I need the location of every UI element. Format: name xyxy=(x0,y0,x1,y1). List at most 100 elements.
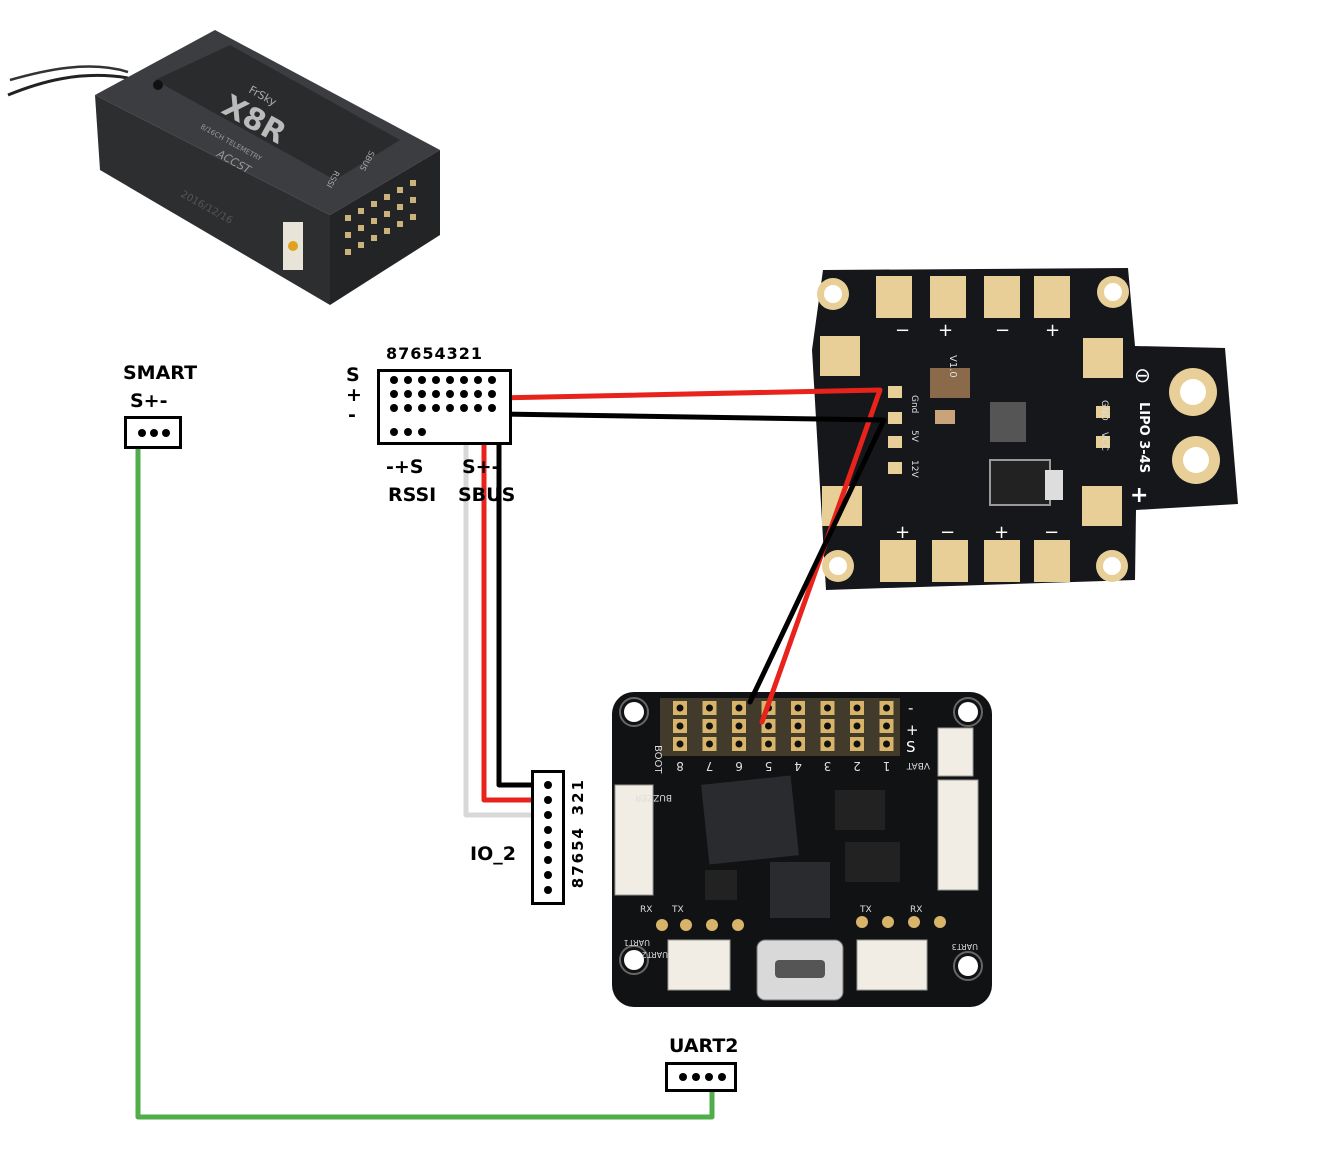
wire-white-sbus xyxy=(463,437,554,818)
fc-header-pin-hole xyxy=(765,740,772,748)
fc-vbat-label: VBAT xyxy=(906,760,930,770)
rx-header-pin xyxy=(404,376,412,384)
pdb-plus-mark: + xyxy=(895,522,910,543)
io2-pin-numbers-top: 321 xyxy=(569,778,587,816)
rssi-title: RSSI xyxy=(388,484,437,506)
wire-red-rx-to-pdb xyxy=(493,387,883,725)
pdb-plus-mark: + xyxy=(938,320,953,341)
fc-header-pins xyxy=(673,701,894,751)
rx-header-pin xyxy=(488,376,496,384)
rx-header-pin xyxy=(446,390,454,398)
rx-row-plus-label: + xyxy=(346,384,362,406)
power-distribution-board: V1.0 LIPO 3-4S ⊖ + GND VCC 5V 12V Gnd − … xyxy=(812,268,1238,590)
smart-port-header xyxy=(124,416,182,449)
fc-header-pin-hole xyxy=(794,704,802,712)
fc-minus-label: - xyxy=(908,699,913,717)
fc-header-pin-hole xyxy=(706,740,713,748)
fc-header-pin-hole xyxy=(676,740,684,748)
fc-pin-number: 7 xyxy=(706,759,714,773)
fc-header-pin-hole xyxy=(794,722,802,730)
fc-header-pin-hole xyxy=(824,704,831,712)
sbus-title: SBUS xyxy=(458,484,516,506)
wire-green-smart-to-uart2 xyxy=(135,445,715,1120)
wire-black-rx-to-pdb xyxy=(493,411,887,705)
fc-boot-label: BOOT xyxy=(652,745,663,774)
rx-header-pin xyxy=(418,376,426,384)
rx-row-s-label: S xyxy=(346,364,360,386)
rx-header-pin xyxy=(390,428,398,436)
rx-header-pin xyxy=(390,404,398,412)
fc-header-pin-hole xyxy=(735,722,743,730)
fc-header-pin-hole xyxy=(824,722,831,730)
io2-header xyxy=(531,770,565,905)
rx-header-pin xyxy=(474,390,482,398)
fc-header-pin-hole xyxy=(883,722,890,730)
rx-header-pin xyxy=(474,404,482,412)
fc-plus-label: + xyxy=(906,721,919,739)
rx-header-pin xyxy=(460,390,468,398)
fc-header-pin-hole xyxy=(676,704,684,712)
rx-header-pin xyxy=(488,390,496,398)
uart2-header xyxy=(665,1062,737,1092)
fc-pin-number: 5 xyxy=(765,759,773,773)
rx-header-pin xyxy=(432,376,440,384)
rx-header-pin xyxy=(446,404,454,412)
receiver-pin-header xyxy=(377,369,512,445)
fc-rx-label: RX xyxy=(910,905,922,915)
pdb-minus-sign: ⊖ xyxy=(1134,363,1151,387)
fc-pin-number: 4 xyxy=(794,759,802,773)
fc-header-pin-hole xyxy=(676,722,684,730)
pdb-12v-label: 12V xyxy=(909,460,919,478)
pdb-vcc-label: VCC xyxy=(1099,432,1109,451)
rx-header-pin xyxy=(418,428,426,436)
smart-pin-labels: S+- xyxy=(130,390,168,412)
fc-pin-number: 3 xyxy=(824,759,832,773)
rx-header-pin xyxy=(418,404,426,412)
rx-pin-numbers: 87654321 xyxy=(386,344,484,363)
fc-buzzer-label: BUZZER xyxy=(635,792,672,802)
rx-header-pin xyxy=(390,390,398,398)
fc-header-pin-hole xyxy=(853,740,861,748)
fc-header-pin-hole xyxy=(706,722,713,730)
sbus-pin-labels: S+- xyxy=(462,456,500,478)
rx-header-pin xyxy=(404,404,412,412)
io2-pin-numbers-bottom: 87654 xyxy=(569,826,587,889)
fc-header-pin-hole xyxy=(765,722,772,730)
fc-header-pin-hole xyxy=(883,704,890,712)
pdb-minus-mark: − xyxy=(940,522,955,543)
pdb-plus-mark: + xyxy=(1045,320,1060,341)
rx-header-pin xyxy=(446,376,454,384)
fc-pin-number: 2 xyxy=(853,759,861,773)
fc-header-pin-hole xyxy=(853,704,861,712)
io2-title: IO_2 xyxy=(470,843,516,865)
fc-uart2-label: UART2 xyxy=(642,950,668,959)
uart2-title: UART2 xyxy=(669,1035,739,1057)
pdb-version: V1.0 xyxy=(947,355,958,378)
pdb-lipo-label: LIPO 3-4S xyxy=(1136,402,1151,473)
pdb-5v-label: 5V xyxy=(909,430,919,443)
fc-pin-number: 6 xyxy=(735,759,743,773)
rx-header-pin xyxy=(460,376,468,384)
pdb-minus-mark: − xyxy=(895,320,910,341)
rssi-pin-labels: -+S xyxy=(386,456,424,478)
pdb-plus-sign: + xyxy=(1130,483,1148,508)
fc-s-label: S xyxy=(906,738,916,756)
fc-rx-label: RX xyxy=(640,905,652,915)
pdb-gnd-label: GND xyxy=(1099,400,1109,421)
rx-header-pin xyxy=(390,376,398,384)
pdb-minus-mark: − xyxy=(995,320,1010,341)
pdb-plus-mark: + xyxy=(994,522,1009,543)
rx-header-pin xyxy=(460,404,468,412)
rx-header-pin xyxy=(474,376,482,384)
fc-header-pin-hole xyxy=(735,704,743,712)
fc-tx-label: TX xyxy=(671,905,684,915)
rx-header-pin xyxy=(432,404,440,412)
flight-controller: BOOT BUZZER VBAT UART1 UART2 UART3 RX TX… xyxy=(612,692,992,1007)
rx-header-pin xyxy=(404,390,412,398)
wire-red-sbus xyxy=(481,437,552,803)
fc-header-pin-hole xyxy=(824,740,831,748)
pdb-minus-mark: − xyxy=(1044,522,1059,543)
fc-pin-number: 8 xyxy=(676,759,684,773)
